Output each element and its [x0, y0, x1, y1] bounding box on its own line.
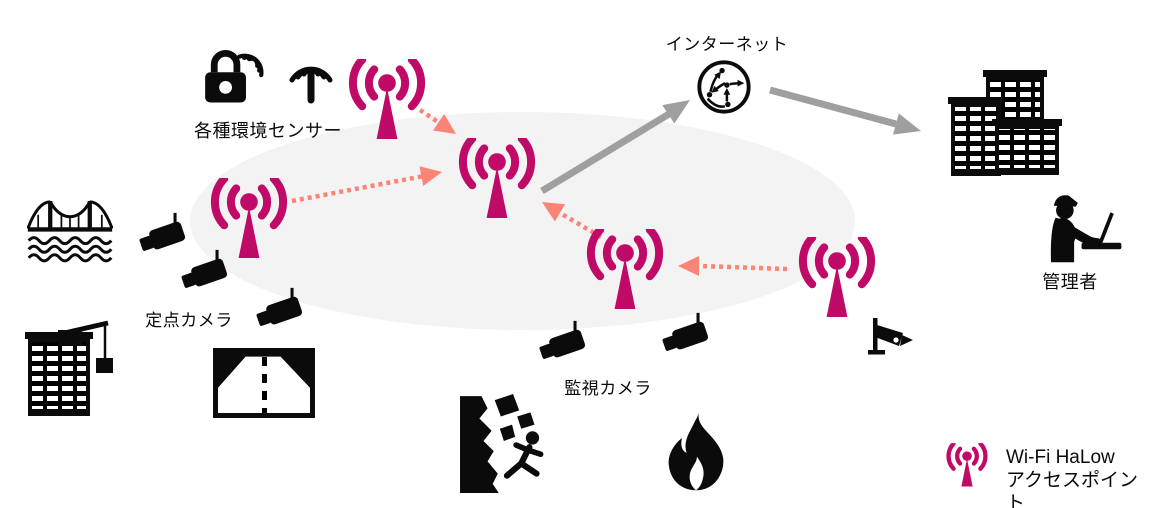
halow-coverage-area: [190, 112, 855, 330]
mesh-link-arrow-2: [291, 166, 442, 204]
legend-wifi-halow-ap-icon: [941, 443, 993, 491]
uplink-arrow-to-admin: [769, 86, 921, 135]
cctv-camera-icon: [536, 319, 594, 363]
wifi-halow-ap-icon: [449, 138, 545, 226]
office-buildings-icon: [992, 119, 1062, 175]
legend-line1: Wi-Fi HaLow: [1006, 447, 1115, 468]
road-surface: [218, 356, 310, 413]
label-fixed-camera: 定点カメラ: [145, 311, 233, 330]
uplink-arrow-to-internet: [540, 100, 690, 194]
crane-building-icon: [25, 332, 93, 416]
label-admin: 管理者: [1042, 272, 1098, 292]
lock-wifi-icon: [205, 50, 264, 103]
mesh-link-arrow-3: [542, 202, 603, 239]
mesh-link-arrow-1: [418, 108, 456, 134]
fire-icon: [668, 411, 724, 491]
sensor-antenna-icon: [289, 66, 333, 104]
cctv-camera-icon: [659, 311, 717, 355]
admin-laptop-icon: [1050, 195, 1122, 263]
road-view-icon: [213, 348, 315, 418]
cctv-camera-icon: [178, 248, 236, 292]
crane-icon: [58, 320, 113, 373]
internet-globe-icon: [697, 60, 751, 114]
wifi-halow-ap-icon: [577, 229, 673, 317]
legend-label: Wi-Fi HaLow アクセスポイント: [1006, 446, 1152, 508]
rockfall-icon: [460, 394, 544, 493]
bridge-icon: [27, 200, 113, 263]
label-environment-sensors: 各種環境センサー: [194, 121, 342, 141]
label-internet: インターネット: [665, 35, 789, 54]
cctv-camera-icon: [253, 286, 311, 330]
legend-line2: アクセスポイント: [1006, 470, 1139, 508]
wall-camera-icon: [868, 318, 913, 355]
wifi-halow-ap-icon: [339, 59, 435, 147]
mesh-link-arrow-4: [678, 256, 788, 276]
office-buildings-icon: [948, 97, 1004, 176]
road-center-line: [261, 356, 267, 413]
label-surveillance-camera: 監視カメラ: [564, 379, 652, 398]
